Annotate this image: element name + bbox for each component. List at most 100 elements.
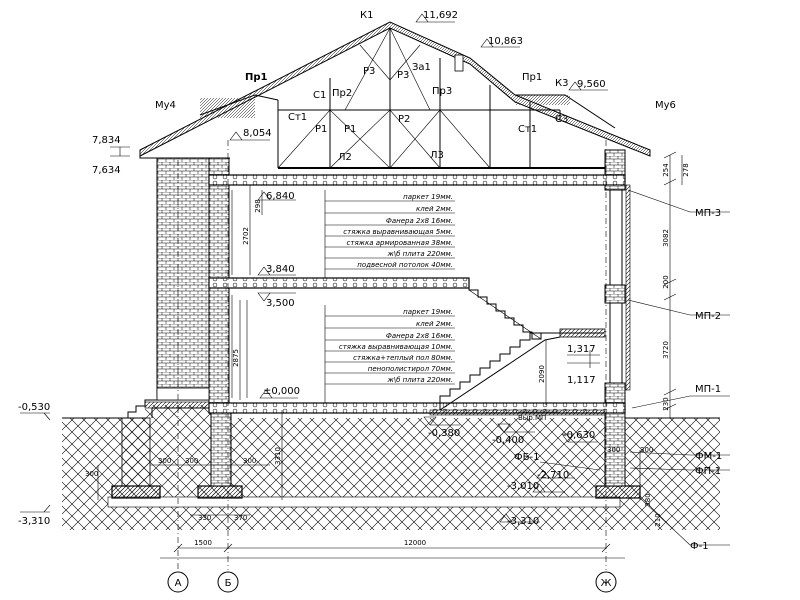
axes xyxy=(160,140,625,593)
label-l3: Л3 xyxy=(430,150,444,161)
floor2-layer-2: клей 2мм. xyxy=(416,205,453,213)
elev-m0380: -0,380 xyxy=(428,428,460,439)
node-fm1: ФМ-1 xyxy=(695,451,722,462)
dim-2090: 2090 xyxy=(538,365,546,383)
floor2-layer-callout: паркет 19мм. клей 2мм. Фанера 2х8 16мм. … xyxy=(324,190,455,278)
elev-3840: 3,840 xyxy=(266,264,295,275)
label-p2: Р2 xyxy=(398,114,410,125)
node-mp2: МП-2 xyxy=(695,311,721,322)
dim-200: 200 xyxy=(662,275,670,288)
floor1-layer-callout: паркет 19мм. клей 2мм. Фанера 2х8 16мм. … xyxy=(324,305,455,403)
dim-380: 380 xyxy=(644,493,652,506)
dim-1500: 1500 xyxy=(194,539,212,547)
roof xyxy=(139,21,651,169)
label-k3: К3 xyxy=(555,78,568,89)
label-r3-a: Р3 xyxy=(363,66,375,77)
label-st1-left: Ст1 xyxy=(288,112,307,123)
node-leaders xyxy=(518,189,730,546)
dim-254: 254 xyxy=(662,163,670,177)
label-p1-a: Р1 xyxy=(315,124,327,135)
elev-m0400: -0,400 xyxy=(492,435,524,446)
label-st1-right: Ст1 xyxy=(518,124,537,135)
elev-1117: 1,117 xyxy=(567,375,596,386)
node-vyrmp: Выр.МП xyxy=(518,414,546,422)
interior-lines xyxy=(231,190,248,398)
elev-6840: 6,840 xyxy=(266,191,295,202)
elev-8054: 8,054 xyxy=(243,128,272,139)
elev-11692: 11,692 xyxy=(423,10,458,21)
floor1-layer-1: паркет 19мм. xyxy=(403,308,453,316)
axis-zh-label: Ж xyxy=(601,578,612,589)
roof-labels: К1 К3 Пр1 Пр1 Пр2 Пр3 Р3 Р3 За1 С1 С3 Ст… xyxy=(155,10,676,163)
node-fb1: ФБ-1 xyxy=(514,452,539,463)
dim-3310: 3310 xyxy=(274,447,282,465)
axis-a-label: А xyxy=(175,578,182,589)
elev-m3310-left: -3,310 xyxy=(18,516,50,527)
label-mu6: Му6 xyxy=(655,100,676,111)
axis-b-label: Б xyxy=(225,578,232,589)
elev-10863: 10,863 xyxy=(488,36,523,47)
elev-m2710: -2,710 xyxy=(537,470,569,481)
floor2-layer-5: стяжка армированная 38мм. xyxy=(347,239,453,247)
dim-2875: 2875 xyxy=(232,349,240,367)
node-mp3: МП-3 xyxy=(695,208,721,219)
floor1-layer-6: пенополистирол 70мм. xyxy=(368,365,453,373)
floor1-layer-2: клей 2мм. xyxy=(416,320,453,328)
elev-9560: 9,560 xyxy=(577,79,606,90)
label-za1: За1 xyxy=(412,62,431,73)
floor1-layer-3: Фанера 2х8 16мм. xyxy=(386,332,453,340)
dim-278: 278 xyxy=(682,163,690,176)
dim-300-b: 300 xyxy=(185,457,198,465)
label-c1: С1 xyxy=(313,90,326,101)
elevation-marks xyxy=(20,13,608,523)
dimension-lines xyxy=(97,151,683,553)
label-pr2: Пр2 xyxy=(332,88,352,99)
dim-330: 330 xyxy=(198,514,211,522)
dim-300-a: 300 xyxy=(158,457,171,465)
label-k1: К1 xyxy=(360,10,373,21)
node-mp1: МП-1 xyxy=(695,384,721,395)
label-r3-b: Р3 xyxy=(397,70,409,81)
elev-m0530: -0,530 xyxy=(18,402,50,413)
dim-300-c: 300 xyxy=(243,457,256,465)
dim-370: 370 xyxy=(234,514,247,522)
dim-3720: 3720 xyxy=(662,341,670,359)
ground-soil xyxy=(62,405,720,530)
elev-m0630: -0,630 xyxy=(563,430,595,441)
floor1-layer-5: стяжка+теплый пол 80мм. xyxy=(353,354,453,362)
elev-0000: ±0,000 xyxy=(263,386,300,397)
dim-300-e: 300 xyxy=(607,446,620,454)
dim-300-f: 300 xyxy=(640,446,653,454)
label-p1-b: Р1 xyxy=(344,124,356,135)
node-fp1: ФП-1 xyxy=(695,466,721,477)
dim-3082: 3082 xyxy=(662,229,670,247)
floor1-layer-4: стяжка выравнивающая 10мм. xyxy=(339,343,453,351)
elev-1317: 1,317 xyxy=(567,344,596,355)
dim-12000: 12000 xyxy=(404,539,426,547)
dim-298: 298 xyxy=(254,199,262,212)
floor2-layer-3: Фанера 2х8 16мм. xyxy=(386,217,453,225)
floor2-layer-6: ж\б плита 220мм. xyxy=(386,250,453,258)
floor2-layer-4: стяжка выравнивающая 5мм. xyxy=(343,228,453,236)
node-f1: Ф-1 xyxy=(690,541,709,552)
elev-m3310-right: -3,310 xyxy=(507,516,539,527)
label-pr3: Пр3 xyxy=(432,86,452,97)
floor2-layer-7: подвесной потолок 40мм. xyxy=(357,261,453,269)
elev-7634: 7,634 xyxy=(92,165,121,176)
dim-230: 230 xyxy=(662,397,670,410)
label-l2: Л2 xyxy=(338,152,352,163)
elev-3500: 3,500 xyxy=(266,298,295,309)
stairs xyxy=(439,283,606,411)
label-pr1-right: Пр1 xyxy=(522,72,542,83)
dim-300-d: 300 xyxy=(85,470,98,478)
floor2-layer-1: паркет 19мм. xyxy=(403,193,453,201)
elev-7834: 7,834 xyxy=(92,135,121,146)
dim-210: 210 xyxy=(654,513,662,526)
foundations xyxy=(111,409,641,499)
label-c3: С3 xyxy=(555,114,568,125)
dim-2702: 2702 xyxy=(242,227,250,245)
label-mu4: Му4 xyxy=(155,100,176,111)
label-pr1-left: Пр1 xyxy=(245,72,268,83)
